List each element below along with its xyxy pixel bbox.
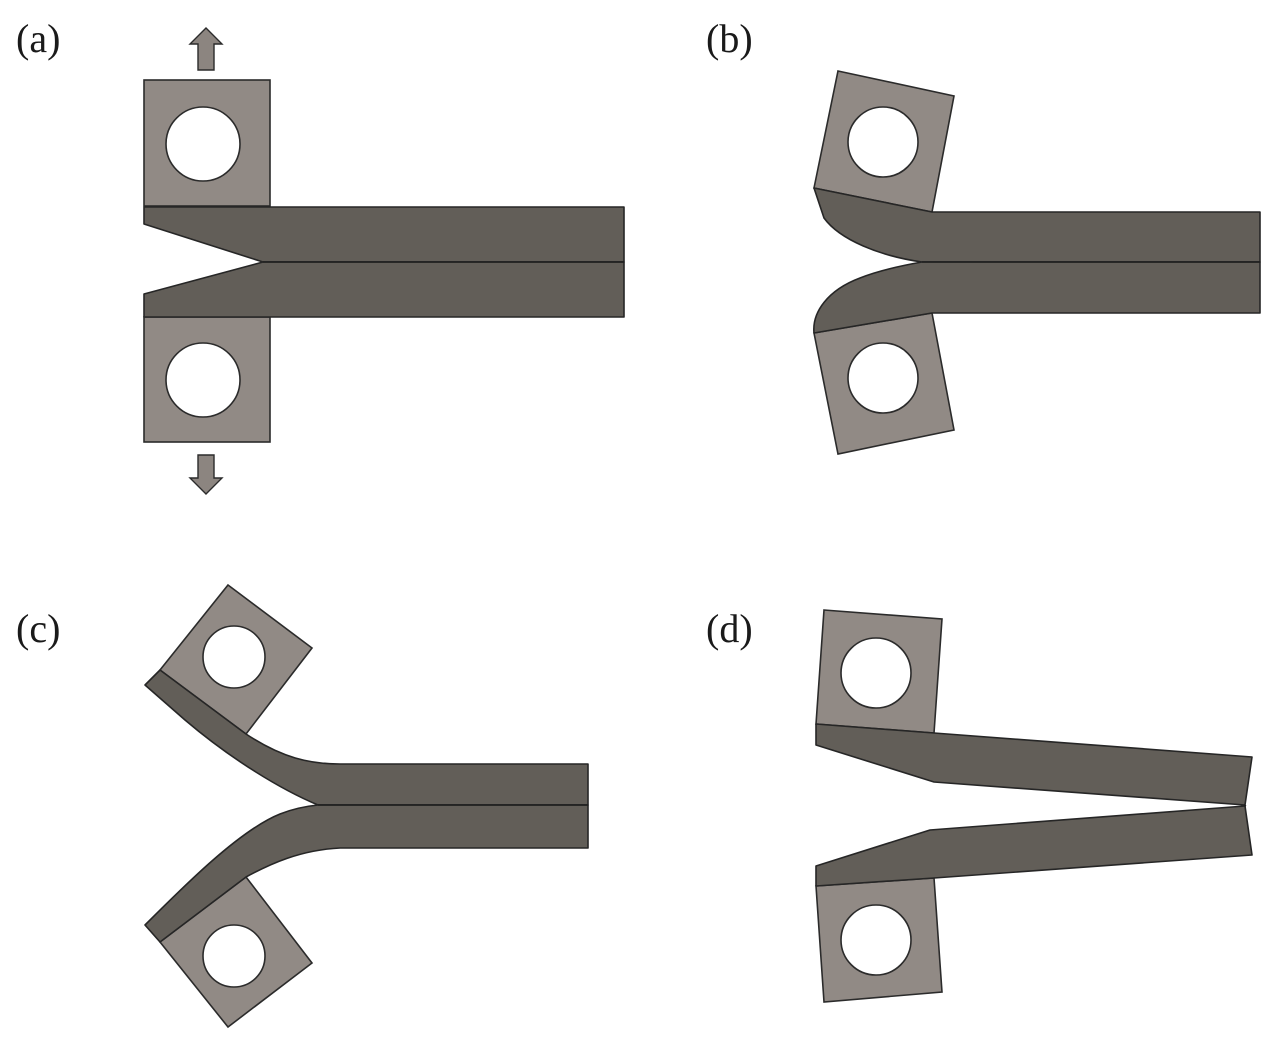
lower-arm [815,805,1253,887]
upper-arm [815,723,1253,806]
upper-pin-hole [840,637,912,709]
up-arrow-icon [188,27,224,71]
lower-pin-hole [165,342,241,418]
upper-pin-hole [165,106,241,182]
lower-pin-hole [847,342,919,414]
panel-label-a: (a) [16,16,60,61]
panel-label-d: (d) [706,606,753,651]
panel-label-c: (c) [16,606,60,651]
lower-pin-hole [840,904,912,976]
panel-label-b: (b) [706,16,753,61]
crack-tip [1243,804,1247,807]
panel-b: (b) [706,16,1261,455]
lower-arm [144,804,589,943]
lower-arm [143,261,625,318]
panel-d: (d) [706,606,1253,1003]
lower-pin-hole [202,924,266,988]
panel-a: (a) [16,16,625,495]
upper-pin-hole [202,625,266,689]
upper-pin-hole [847,106,919,178]
panel-c: (c) [16,583,589,1029]
down-arrow-icon [188,454,224,495]
upper-arm [143,206,625,263]
lower-arm [813,261,1261,334]
